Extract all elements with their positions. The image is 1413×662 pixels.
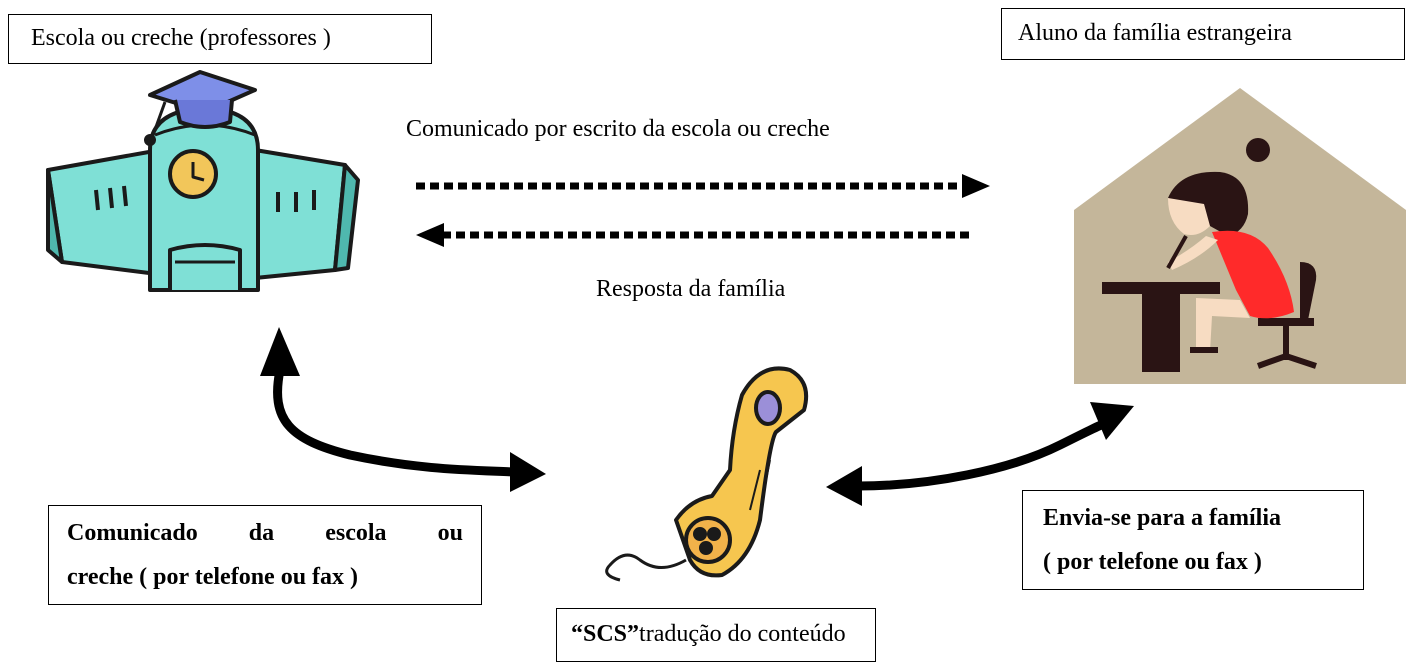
scs-translation-box: “SCS”tradução do conteúdo [556,608,876,662]
scs-acronym: “SCS” [571,621,640,647]
note-word-1: Comunicado [67,520,198,546]
scs-description: tradução do conteúdo [639,621,846,647]
written-notice-label: Comunicado por escrito da escola ou crec… [406,116,830,142]
school-building-icon [46,70,360,292]
family-send-note-line2: ( por telefone ou fax ) [1043,549,1262,575]
school-phone-arrow [260,327,546,492]
school-call-note-line2: creche ( por telefone ou fax ) [67,564,359,590]
family-send-note-box: Envia-se para a família ( por telefone o… [1022,490,1364,590]
family-send-note-line1: Envia-se para a família [1043,505,1281,531]
school-call-note-line1: Comunicado da escola ou [67,520,463,547]
family-label-box: Aluno da família estrangeira [1001,8,1405,60]
school-label-text: Escola ou creche (professores ) [31,25,331,51]
family-house-icon [1074,88,1406,384]
note-word-3: escola [325,520,387,546]
family-reply-label: Resposta da família [596,276,786,302]
note-word-4: ou [437,520,463,546]
phone-family-arrow [826,402,1134,506]
scs-translation-text: “SCS”tradução do conteúdo [571,621,846,648]
school-label-box: Escola ou creche (professores ) [8,14,432,64]
family-label-text: Aluno da família estrangeira [1018,20,1292,46]
family-reply-arrow [416,223,972,247]
note-word-2: da [248,520,275,546]
written-notice-arrow [416,174,990,198]
school-call-note-box: Comunicado da escola ou creche ( por tel… [48,505,482,605]
telephone-handset-icon [605,366,809,582]
